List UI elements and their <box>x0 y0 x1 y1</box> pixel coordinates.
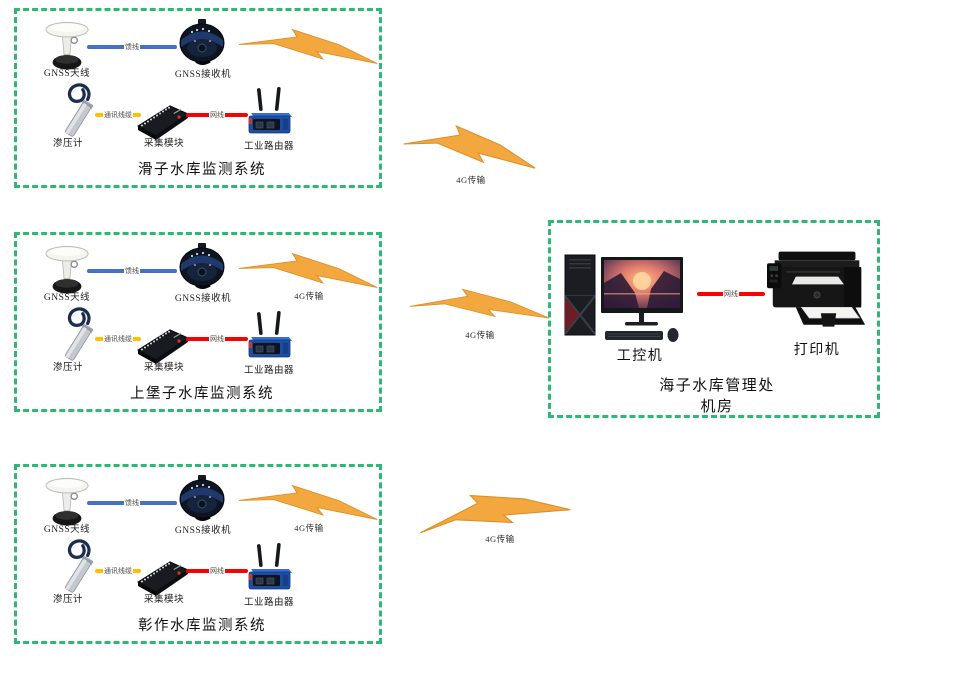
industrial-router-icon <box>243 543 295 595</box>
printer-label: 打印机 <box>793 343 841 358</box>
piezometer-icon <box>57 83 99 139</box>
collector-module-label: 采集模块 <box>143 363 184 373</box>
bolt-label: 4G传输 <box>294 291 324 301</box>
piezometer-label: 渗压计 <box>52 139 83 149</box>
feeder-cable-label: 馈线 <box>124 267 140 275</box>
comm-cable: 通讯线缆 <box>95 335 141 343</box>
lightning-bolt-icon <box>409 283 551 323</box>
ethernet-cable-label: 网线 <box>209 111 225 119</box>
gnss-receiver-icon <box>177 243 227 289</box>
comm-cable: 通讯线缆 <box>95 111 141 119</box>
link-4g-label: 4G传输 <box>485 534 515 544</box>
collector-module-label: 采集模块 <box>143 139 184 149</box>
system-title: 上堡子水库监测系统 <box>130 386 274 402</box>
system-title: 滑子水库监测系统 <box>138 162 266 178</box>
feeder-cable-label: 馈线 <box>124 499 140 507</box>
comm-cable: 通讯线缆 <box>95 567 141 575</box>
collector-module-icon <box>135 323 191 365</box>
management-office-box: 工控机 网线 打印机 海子水库管理处 机房 <box>548 220 880 418</box>
gnss-receiver-label: GNSS接收机 <box>174 526 232 536</box>
comm-cable-label: 通讯线缆 <box>103 111 133 119</box>
ethernet-cable-label: 网线 <box>723 290 739 298</box>
office-title: 海子水库管理处 机房 <box>591 376 843 418</box>
gnss-receiver-icon <box>177 475 227 521</box>
gnss-antenna-label: GNSS天线 <box>43 69 91 79</box>
bolt-label: 4G传输 <box>294 523 324 533</box>
monitoring-system-box-1: GNSS天线 馈线 GNSS接收机 渗压计 通讯线缆 采集模块 网线 工业路由器… <box>14 8 382 188</box>
ethernet-cable: 网线 <box>186 567 248 575</box>
industrial-router-label: 工业路由器 <box>243 366 294 376</box>
comm-cable-label: 通讯线缆 <box>103 335 133 343</box>
gnss-receiver-icon <box>177 19 227 65</box>
lightning-bolt-icon <box>238 245 381 293</box>
ethernet-cable-label: 网线 <box>209 567 225 575</box>
piezometer-label: 渗压计 <box>52 363 83 373</box>
gnss-antenna-icon <box>43 477 91 527</box>
collector-module-icon <box>135 99 191 141</box>
gnss-receiver-label: GNSS接收机 <box>174 70 232 80</box>
feeder-cable-label: 馈线 <box>124 43 140 51</box>
ethernet-cable-label: 网线 <box>209 335 225 343</box>
piezometer-label: 渗压计 <box>52 595 83 605</box>
feeder-cable: 馈线 <box>87 499 177 507</box>
ethernet-cable: 网线 <box>697 290 765 298</box>
system-title: 彰作水库监测系统 <box>138 618 266 634</box>
comm-cable-label: 通讯线缆 <box>103 567 133 575</box>
lightning-bolt-icon <box>238 477 381 525</box>
link-4g-label: 4G传输 <box>456 175 486 185</box>
feeder-cable: 馈线 <box>87 43 177 51</box>
office-title-line2: 机房 <box>700 399 734 415</box>
collector-module-label: 采集模块 <box>143 595 184 605</box>
industrial-router-label: 工业路由器 <box>243 142 294 152</box>
industrial-router-icon <box>243 87 295 139</box>
lightning-bolt-icon <box>238 21 381 69</box>
gnss-antenna-label: GNSS天线 <box>43 525 91 535</box>
collector-module-icon <box>135 555 191 597</box>
industrial-router-icon <box>243 311 295 363</box>
gnss-antenna-icon <box>43 21 91 71</box>
office-title-line1: 海子水库管理处 <box>659 378 775 394</box>
monitoring-system-box-3: GNSS天线 馈线 GNSS接收机 4G传输 渗压计 通讯线缆 采集模块 网线 … <box>14 464 382 644</box>
gnss-receiver-label: GNSS接收机 <box>174 294 232 304</box>
piezometer-icon <box>57 539 99 595</box>
industrial-computer-icon <box>563 249 689 345</box>
gnss-antenna-icon <box>43 245 91 295</box>
gnss-antenna-label: GNSS天线 <box>43 293 91 303</box>
link-4g-label: 4G传输 <box>465 330 495 340</box>
ethernet-cable: 网线 <box>186 111 248 119</box>
printer-icon <box>767 251 867 335</box>
monitoring-system-box-2: GNSS天线 馈线 GNSS接收机 4G传输 渗压计 通讯线缆 采集模块 网线 … <box>14 232 382 412</box>
industrial-computer-label: 工控机 <box>616 349 664 364</box>
feeder-cable: 馈线 <box>87 267 177 275</box>
piezometer-icon <box>57 307 99 363</box>
industrial-router-label: 工业路由器 <box>243 598 294 608</box>
ethernet-cable: 网线 <box>186 335 248 343</box>
lightning-bolt-icon <box>402 115 541 175</box>
